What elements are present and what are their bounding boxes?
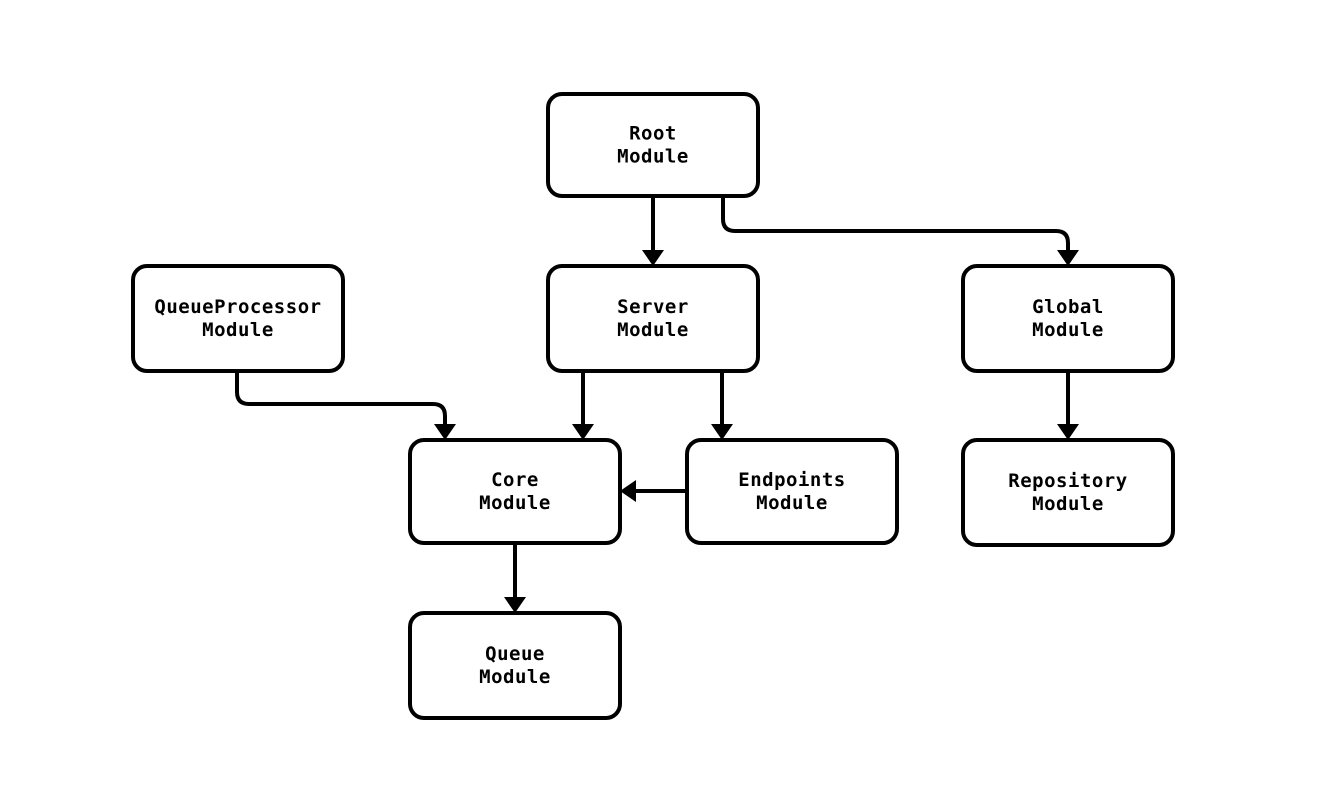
node-label-line1: QueueProcessor <box>154 296 321 318</box>
arrow-head-icon <box>504 597 526 613</box>
edge-server-to-core <box>572 371 594 440</box>
node-label-line2: Module <box>1032 493 1104 515</box>
nodes-layer: RootModuleQueueProcessorModuleServerModu… <box>131 92 1175 720</box>
arrow-head-icon <box>642 250 664 266</box>
node-box[interactable] <box>131 264 345 373</box>
edge-endpoints-to-core <box>620 480 687 502</box>
node-label-line2: Module <box>617 319 689 341</box>
edge-root-to-server <box>642 196 664 266</box>
node-box[interactable] <box>961 438 1175 547</box>
node-box[interactable] <box>408 611 622 720</box>
edge-line <box>235 371 447 432</box>
node-label-line1: Global <box>1032 296 1104 318</box>
node-label-line2: Module <box>756 492 828 514</box>
arrow-head-icon <box>434 424 456 440</box>
node-label-line2: Module <box>1032 319 1104 341</box>
edge-line <box>721 196 1070 258</box>
node-box[interactable] <box>961 264 1175 373</box>
node-label-line1: Repository <box>1008 470 1127 492</box>
edge-server-to-endpoints <box>711 371 733 440</box>
edge-global-to-repository <box>1057 371 1079 440</box>
node-label-line1: Queue <box>485 643 545 665</box>
node-box[interactable] <box>546 264 760 373</box>
node-box[interactable] <box>546 92 760 198</box>
edges-layer <box>235 196 1079 613</box>
arrow-head-icon <box>1057 250 1079 266</box>
edge-root-to-global <box>721 196 1079 266</box>
node-box[interactable] <box>408 438 622 545</box>
arrow-head-icon <box>711 424 733 440</box>
node-label-line2: Module <box>202 319 274 341</box>
arrow-head-icon <box>620 480 636 502</box>
node-label-line2: Module <box>479 492 551 514</box>
arrow-head-icon <box>572 424 594 440</box>
node-label-line2: Module <box>479 666 551 688</box>
node-box[interactable] <box>685 438 899 545</box>
node-label-line1: Server <box>617 296 689 318</box>
edge-core-to-queue <box>504 543 526 613</box>
node-label-line1: Root <box>629 123 677 145</box>
node-label-line1: Endpoints <box>738 469 845 491</box>
node-label-line1: Core <box>491 469 539 491</box>
node-label-line2: Module <box>617 146 689 168</box>
arrow-head-icon <box>1057 424 1079 440</box>
edge-queueprocessor-to-core <box>235 371 456 440</box>
